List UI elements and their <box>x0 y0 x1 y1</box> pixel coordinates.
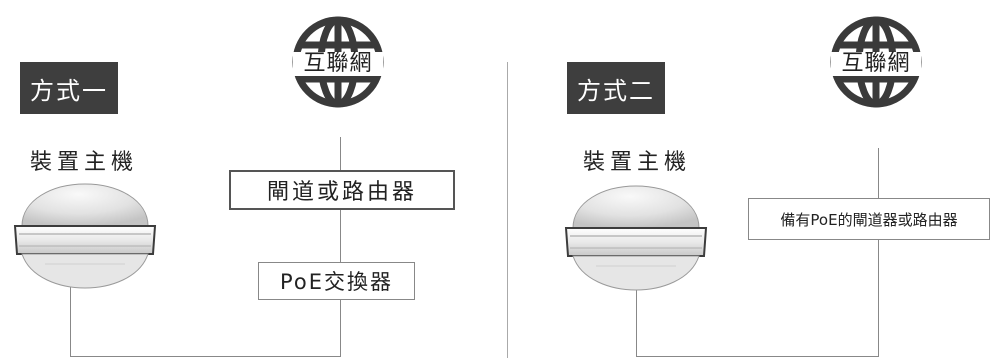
device-down-link-right <box>636 280 637 357</box>
dome-device-icon <box>13 183 157 289</box>
router-switch-link <box>340 210 341 262</box>
device-host-unit <box>10 178 160 290</box>
method-one-badge: 方式一 <box>20 62 118 114</box>
device-host-label: 裝置主機 <box>583 150 692 175</box>
bottom-link-right <box>636 356 879 357</box>
switch-down-link <box>340 300 341 357</box>
internet-poe-router-link <box>878 148 879 198</box>
bottom-link-left <box>70 356 341 357</box>
router-box: 閘道或路由器 <box>229 170 455 210</box>
panel-divider <box>507 62 508 358</box>
internet-globe-left: 互聯網 <box>288 12 388 112</box>
internet-label: 互聯網 <box>293 52 383 76</box>
device-host-unit <box>561 180 711 292</box>
internet-label: 互聯網 <box>831 52 921 76</box>
device-down-link-left <box>70 270 71 357</box>
internet-globe-right: 互聯網 <box>826 12 926 112</box>
poe-router-box: 備有PoE的閘道器或路由器 <box>748 198 990 240</box>
internet-router-link <box>340 137 341 170</box>
poe-router-down-link <box>878 240 879 357</box>
method-two-badge: 方式二 <box>567 62 665 114</box>
device-host-label: 裝置主機 <box>30 150 139 175</box>
dome-device-icon <box>564 185 708 291</box>
poe-switch-box: PoE交換器 <box>258 262 415 300</box>
